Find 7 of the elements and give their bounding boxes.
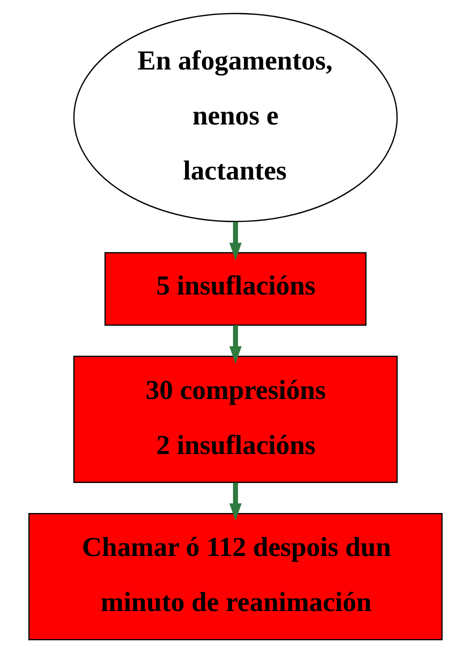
- node-box: Chamar ó 112 despois dun minuto de reanimación: [28, 512, 442, 640]
- node-box: 5 insuflacións: [104, 252, 366, 326]
- arrow: [228, 222, 242, 260]
- arrow: [228, 325, 242, 364]
- node-box: 30 compresións 2 insuflacións: [72, 356, 398, 484]
- arrow: [228, 482, 242, 521]
- node-ellipse: En afogamentos, nenos e lactantes: [72, 12, 398, 222]
